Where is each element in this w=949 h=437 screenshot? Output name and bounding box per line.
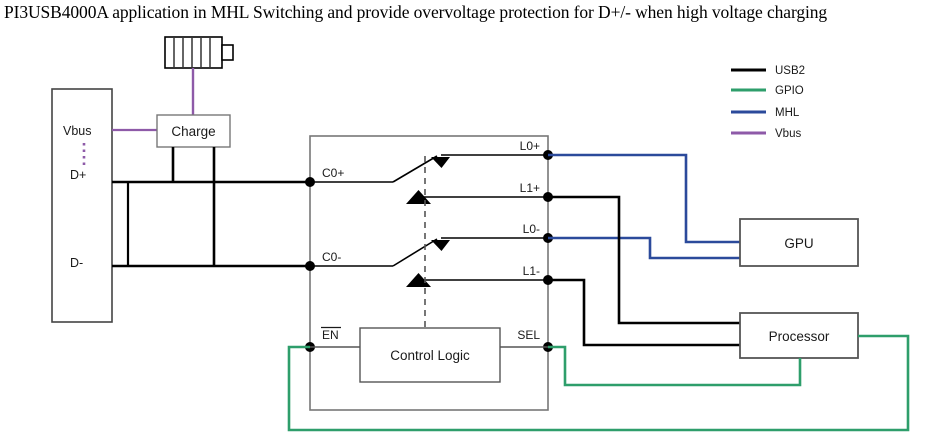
wire-usb2-l1m-to-processor bbox=[548, 278, 740, 347]
wire-gpio-en-to-processor bbox=[287, 334, 910, 432]
charge-block bbox=[156, 114, 231, 148]
battery-icon bbox=[164, 36, 234, 69]
control-logic-block bbox=[359, 327, 501, 383]
pin-label-c0m: C0- bbox=[322, 250, 341, 264]
wire-mhl-l0p-to-gpu bbox=[548, 153, 740, 244]
legend-label-vbus: Vbus bbox=[775, 128, 801, 140]
gpu-label: GPU bbox=[784, 236, 813, 251]
legend-label-gpio: GPIO bbox=[775, 85, 804, 97]
switch-arm-lower bbox=[392, 238, 438, 267]
pin-label-l0p: L0+ bbox=[520, 139, 540, 153]
control-logic-label: Control Logic bbox=[390, 348, 470, 363]
switch-arrow-l0m bbox=[431, 240, 450, 251]
legend: USB2 GPIO MHL Vbus bbox=[731, 65, 805, 140]
pin-label-en: EN bbox=[322, 328, 339, 342]
legend-label-mhl: MHL bbox=[775, 107, 800, 119]
wire-mhl-l0m-to-gpu bbox=[548, 236, 740, 260]
processor-block bbox=[739, 312, 859, 359]
connector-label-vbus: Vbus bbox=[63, 124, 92, 138]
legend-label-usb2: USB2 bbox=[775, 65, 805, 77]
pin-label-sel: SEL bbox=[517, 328, 540, 342]
connector-label-dplus: D+ bbox=[70, 168, 86, 182]
charge-label: Charge bbox=[171, 124, 215, 139]
gpu-block bbox=[739, 218, 859, 267]
wire-gpio-sel-to-processor bbox=[548, 345, 802, 387]
pin-label-l0m: L0- bbox=[523, 222, 540, 236]
wire-usb2-l1p-to-processor bbox=[548, 195, 740, 325]
page-title: PI3USB4000A application in MHL Switching… bbox=[4, 2, 828, 22]
processor-label: Processor bbox=[769, 329, 830, 344]
pin-label-l1p: L1+ bbox=[520, 181, 540, 195]
pin-label-c0p: C0+ bbox=[322, 166, 344, 180]
pin-label-l1m: L1- bbox=[523, 264, 540, 278]
connector-label-dminus: D- bbox=[70, 256, 83, 270]
switch-arm-upper bbox=[392, 155, 438, 183]
switch-arrow-l0p bbox=[431, 157, 450, 168]
connector-block bbox=[51, 88, 113, 323]
